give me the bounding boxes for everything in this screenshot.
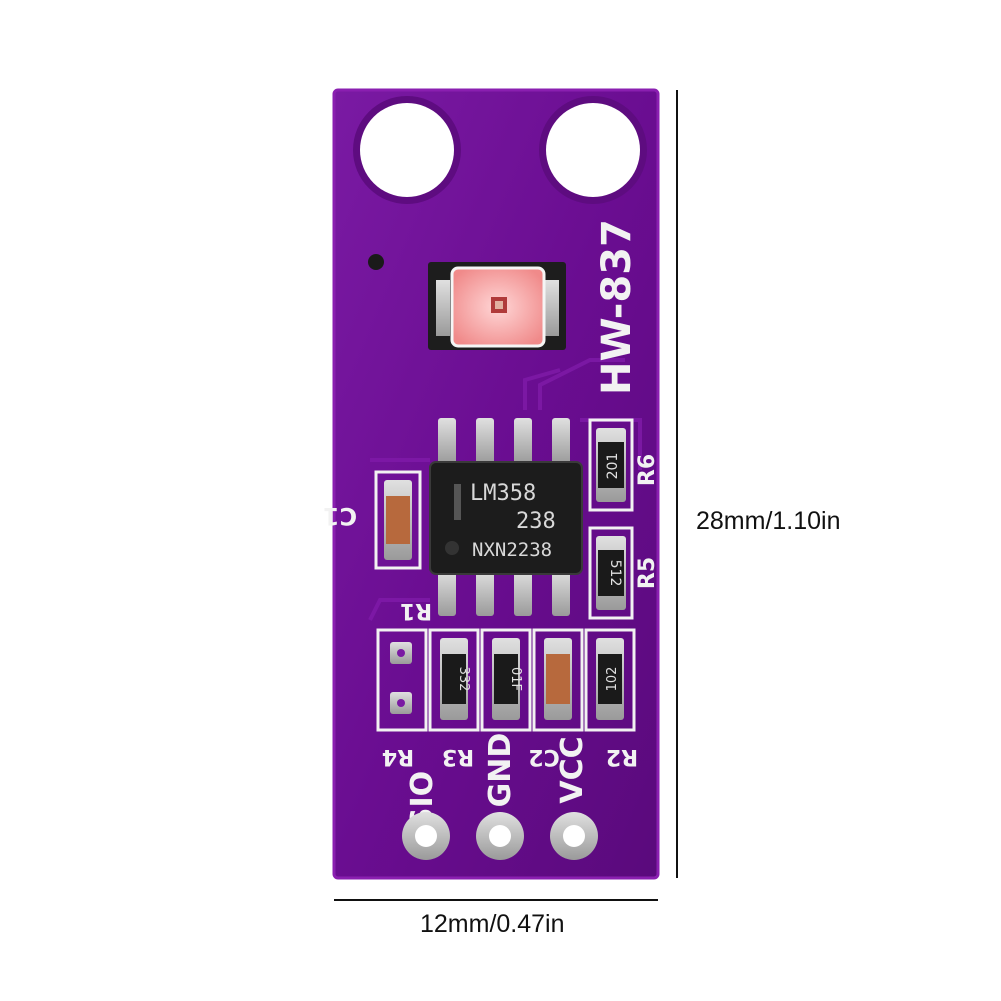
r5-code: 512: [607, 560, 623, 587]
pin-holes: [402, 812, 598, 860]
r2-code: 102: [605, 667, 620, 692]
r4-pads: [390, 642, 412, 714]
via-dot: [368, 254, 384, 270]
r2-resistor: [596, 638, 624, 720]
c1-capacitor: [374, 470, 422, 570]
mid-resistor: [492, 638, 520, 720]
r3-label: R3: [442, 744, 474, 769]
r4-label: R4: [382, 744, 414, 769]
r6-label: R6: [635, 454, 660, 486]
width-dimension-label: 12mm/0.47in: [420, 910, 565, 938]
r2-label: R2: [606, 744, 638, 769]
lm358-chip: [429, 418, 583, 616]
pin-label-vcc: VCC: [555, 736, 590, 803]
c2-capacitor: [544, 638, 572, 720]
r5-label: R5: [635, 557, 660, 589]
height-dimension-label: 28mm/1.10in: [696, 507, 841, 535]
mounting-holes: [353, 96, 647, 204]
r3-code: 332: [456, 667, 471, 692]
uv-sensor-led: [428, 262, 566, 350]
r6-resistor: [588, 418, 634, 512]
c2-label: C2: [528, 744, 559, 769]
chip-line1: LM358: [470, 481, 536, 506]
r5-resistor: [588, 526, 634, 620]
c1-label: C1: [323, 502, 357, 530]
r1-label: R1: [400, 598, 432, 623]
mid-resistor-code: 01F: [508, 667, 523, 691]
model-marking: HW-837: [594, 219, 640, 395]
r3-resistor: [440, 638, 468, 720]
r6-code: 201: [605, 453, 621, 480]
chip-line2: 238: [516, 509, 556, 534]
lower-component-row: [376, 628, 636, 732]
pin-label-gnd: GND: [483, 733, 518, 808]
chip-line3: NXN2238: [472, 539, 552, 561]
